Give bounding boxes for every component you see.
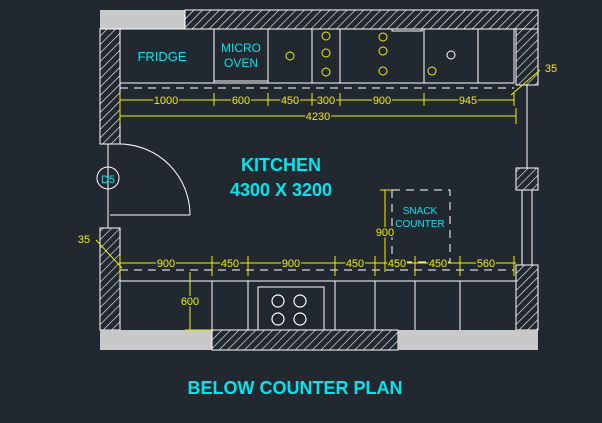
dim-bottom-900b: 900: [282, 258, 300, 270]
bottom-wall-window-right: [398, 330, 538, 350]
snack-label-line1: SNACK: [403, 206, 438, 217]
bottom-dimensions: [95, 239, 516, 331]
left-wall-upper: [99, 28, 121, 145]
door-tag-circle: [96, 166, 120, 190]
dim-top-945: 945: [459, 95, 477, 107]
fridge-label: FRIDGE: [137, 49, 186, 64]
dim-top-1000: 1000: [154, 95, 178, 107]
dim-top-total: 4230: [306, 111, 330, 123]
snack-label-line2: COUNTER: [395, 219, 444, 230]
dim-bottom-depth: 600: [181, 296, 199, 308]
dim-bottom-450c: 450: [388, 258, 406, 270]
bottom-wall-hatch: [211, 329, 399, 351]
top-counter-fixtures: [285, 31, 456, 77]
room-name: KITCHEN: [241, 155, 321, 175]
plan-caption: BELOW COUNTER PLAN: [188, 378, 403, 398]
top-wall-window: [100, 10, 185, 29]
bottom-counter: [119, 269, 516, 331]
door: [107, 143, 191, 229]
snack-dimension: [380, 189, 392, 272]
dim-bottom-560: 560: [477, 258, 495, 270]
dim-top-side: 35: [545, 63, 557, 75]
top-wall-hatch: [184, 9, 539, 30]
dim-bottom-450b: 450: [346, 258, 364, 270]
right-wall-mid: [515, 167, 539, 191]
hob-burners: [271, 294, 307, 326]
top-counter: [119, 28, 515, 89]
left-wall-lower: [99, 227, 121, 331]
dim-bottom-900a: 900: [157, 258, 175, 270]
right-wall-upper: [515, 28, 539, 86]
room-size: 4300 X 3200: [230, 180, 332, 200]
dim-top-300: 300: [317, 95, 335, 107]
snack-counter: [391, 189, 451, 263]
dim-top-600: 600: [232, 95, 250, 107]
dim-bottom-side: 35: [78, 234, 90, 246]
dim-top-450: 450: [281, 95, 299, 107]
dim-top-900: 900: [373, 95, 391, 107]
dim-bottom-450a: 450: [221, 258, 239, 270]
micro-oven-label-line2: OVEN: [224, 56, 258, 70]
dim-snack-depth: 900: [376, 227, 394, 239]
walls: [99, 9, 539, 351]
dim-bottom-450d: 450: [429, 258, 447, 270]
door-tag: D5: [101, 174, 115, 186]
micro-oven-label-line1: MICRO: [221, 41, 261, 55]
bottom-wall-window-left: [100, 330, 212, 350]
right-wall-lower: [515, 264, 539, 331]
top-dimensions: [119, 69, 541, 124]
